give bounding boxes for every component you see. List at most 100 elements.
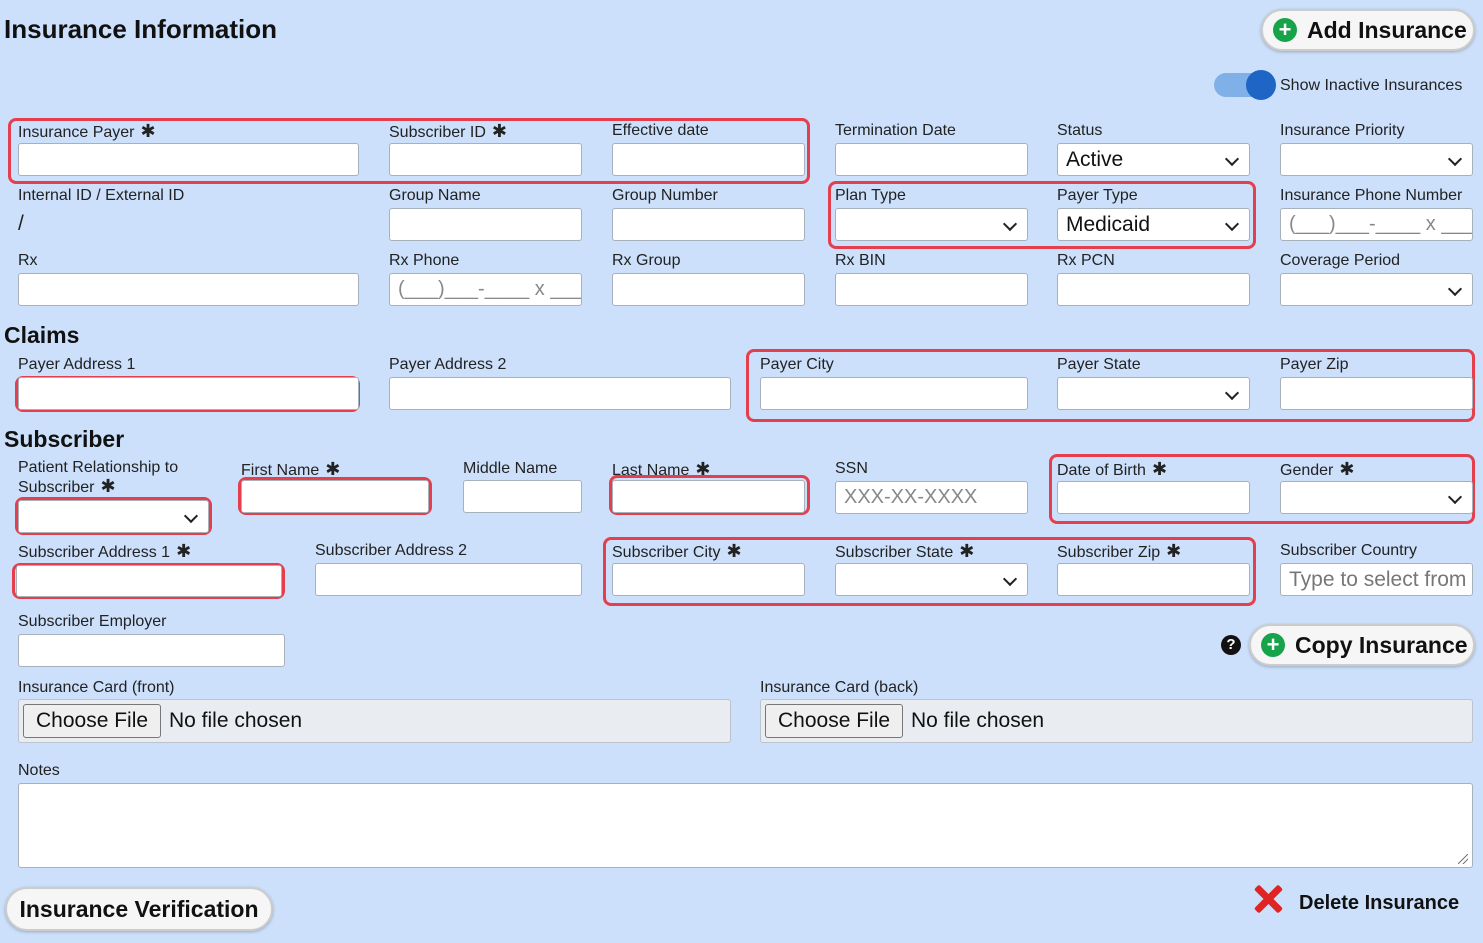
highlight-box bbox=[12, 563, 285, 599]
rx-bin-input[interactable] bbox=[835, 273, 1028, 306]
group-number-input[interactable] bbox=[612, 208, 805, 241]
subscriber-employer-label: Subscriber Employer bbox=[18, 613, 167, 630]
plan-type-label: Plan Type bbox=[835, 187, 906, 204]
rx-group-input[interactable] bbox=[612, 273, 805, 306]
insurance-phone-label: Insurance Phone Number bbox=[1280, 187, 1463, 204]
subscriber-city-label: Subscriber City✱ bbox=[612, 541, 742, 561]
copy-insurance-button[interactable]: + Copy Insurance bbox=[1249, 624, 1475, 666]
group-name-input[interactable] bbox=[389, 208, 582, 241]
subscriber-state-select[interactable] bbox=[835, 563, 1028, 596]
show-inactive-label: Show Inactive Insurances bbox=[1280, 77, 1463, 94]
highlight-box bbox=[15, 497, 212, 535]
subscriber-id-label: Subscriber ID✱ bbox=[389, 121, 508, 141]
middle-name-input[interactable] bbox=[463, 480, 582, 513]
group-name-label: Group Name bbox=[389, 187, 481, 204]
ssn-input[interactable]: XXX-XX-XXXX bbox=[835, 481, 1028, 514]
highlight-box bbox=[1049, 454, 1475, 524]
last-name-input[interactable] bbox=[612, 480, 805, 513]
payer-state-label: Payer State bbox=[1057, 356, 1141, 373]
payer-address1-label: Payer Address 1 bbox=[18, 356, 136, 373]
add-insurance-label: Add Insurance bbox=[1307, 16, 1467, 43]
subscriber-zip-label: Subscriber Zip✱ bbox=[1057, 541, 1182, 561]
subscriber-id-input[interactable] bbox=[389, 143, 582, 176]
effective-date-input[interactable] bbox=[612, 143, 805, 176]
subscriber-country-label: Subscriber Country bbox=[1280, 542, 1417, 559]
termination-date-label: Termination Date bbox=[835, 122, 956, 139]
plus-icon: + bbox=[1273, 18, 1297, 42]
highlight-box bbox=[609, 475, 810, 515]
notes-textarea[interactable] bbox=[18, 783, 1473, 868]
coverage-period-select[interactable] bbox=[1280, 273, 1473, 306]
status-label: Status bbox=[1057, 122, 1103, 139]
subscriber-address2-input[interactable] bbox=[315, 563, 582, 596]
card-front-label: Insurance Card (front) bbox=[18, 679, 175, 696]
subscriber-country-input[interactable]: Type to select from bbox=[1280, 563, 1473, 596]
internal-id-label: Internal ID / External ID bbox=[18, 187, 185, 204]
subscriber-state-label: Subscriber State✱ bbox=[835, 541, 975, 561]
highlight-box bbox=[746, 349, 1475, 422]
dob-label: Date of Birth✱ bbox=[1057, 459, 1168, 479]
status-select[interactable]: Active bbox=[1057, 143, 1250, 176]
subscriber-address1-label: Subscriber Address 1✱ bbox=[18, 541, 192, 561]
first-name-input[interactable] bbox=[241, 480, 429, 513]
highlight-box bbox=[8, 118, 810, 184]
insurance-payer-label: Insurance Payer✱ bbox=[18, 121, 156, 141]
add-insurance-button[interactable]: + Add Insurance bbox=[1261, 9, 1475, 51]
payer-address1-input[interactable] bbox=[18, 377, 359, 410]
insurance-verification-button[interactable]: Insurance Verification bbox=[5, 887, 273, 931]
first-name-label: First Name✱ bbox=[241, 459, 341, 479]
dob-input[interactable] bbox=[1057, 481, 1250, 514]
payer-city-input[interactable] bbox=[760, 377, 1028, 410]
effective-date-label: Effective date bbox=[612, 122, 709, 139]
delete-insurance-link[interactable]: Delete Insurance bbox=[1299, 892, 1460, 914]
choose-file-button[interactable]: Choose File bbox=[23, 704, 162, 738]
group-number-label: Group Number bbox=[612, 187, 718, 204]
gender-select[interactable] bbox=[1280, 481, 1473, 514]
payer-type-select[interactable]: Medicaid bbox=[1057, 208, 1250, 241]
rx-phone-label: Rx Phone bbox=[389, 252, 460, 269]
ssn-label: SSN bbox=[835, 460, 868, 477]
card-back-file-input[interactable]: Choose File No file chosen bbox=[760, 699, 1473, 743]
highlight-box bbox=[603, 537, 1256, 606]
middle-name-label: Middle Name bbox=[463, 460, 558, 477]
resize-handle[interactable] bbox=[1458, 854, 1468, 864]
help-icon[interactable]: ? bbox=[1221, 635, 1241, 655]
card-front-file-input[interactable]: Choose File No file chosen bbox=[18, 699, 731, 743]
delete-x-icon[interactable] bbox=[1253, 884, 1283, 914]
subscriber-city-input[interactable] bbox=[612, 563, 805, 596]
card-back-label: Insurance Card (back) bbox=[760, 679, 919, 696]
payer-city-label: Payer City bbox=[760, 356, 834, 373]
payer-address2-input[interactable] bbox=[389, 377, 731, 410]
insurance-phone-input[interactable]: (___)___-____ x ___ bbox=[1280, 208, 1473, 241]
rx-label: Rx bbox=[18, 252, 38, 269]
subscriber-address2-label: Subscriber Address 2 bbox=[315, 542, 468, 559]
show-inactive-toggle[interactable] bbox=[1214, 70, 1276, 100]
relationship-label: Patient Relationship to Subscriber✱ bbox=[18, 459, 179, 496]
payer-type-label: Payer Type bbox=[1057, 187, 1138, 204]
subscriber-address1-input[interactable] bbox=[16, 565, 282, 597]
payer-state-select[interactable] bbox=[1057, 377, 1250, 410]
plan-type-select[interactable] bbox=[835, 208, 1028, 241]
payer-address2-label: Payer Address 2 bbox=[389, 356, 507, 373]
internal-id-value: / bbox=[18, 212, 24, 235]
highlight-box bbox=[828, 181, 1256, 249]
notes-label: Notes bbox=[18, 762, 60, 779]
insurance-priority-label: Insurance Priority bbox=[1280, 122, 1405, 139]
coverage-period-label: Coverage Period bbox=[1280, 252, 1401, 269]
gender-label: Gender✱ bbox=[1280, 459, 1355, 479]
insurance-priority-select[interactable] bbox=[1280, 143, 1473, 176]
last-name-label: Last Name✱ bbox=[612, 459, 711, 479]
rx-phone-input[interactable]: (___)___-____ x ___ bbox=[389, 273, 582, 306]
relationship-select[interactable] bbox=[18, 500, 209, 533]
payer-zip-input[interactable] bbox=[1280, 377, 1473, 410]
rx-input[interactable] bbox=[18, 273, 359, 306]
choose-file-button[interactable]: Choose File bbox=[765, 704, 904, 738]
termination-date-input[interactable] bbox=[835, 143, 1028, 176]
subscriber-zip-input[interactable] bbox=[1057, 563, 1250, 596]
highlight-box bbox=[238, 477, 432, 515]
rx-pcn-input[interactable] bbox=[1057, 273, 1250, 306]
toggle-knob bbox=[1246, 70, 1276, 100]
subscriber-employer-input[interactable] bbox=[18, 634, 285, 667]
rx-group-label: Rx Group bbox=[612, 252, 681, 269]
insurance-payer-input[interactable] bbox=[18, 143, 359, 176]
